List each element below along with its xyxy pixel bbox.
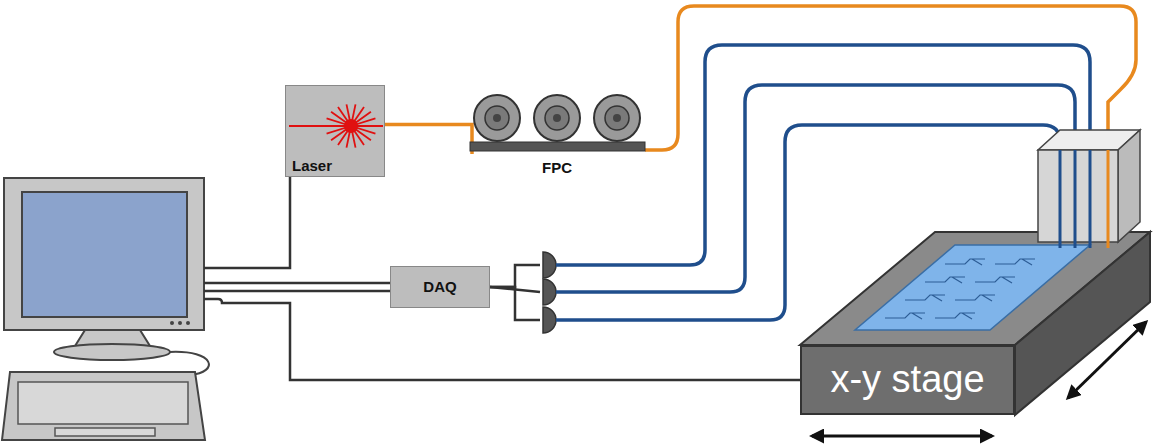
stage-front: x-y stage [800,345,1015,415]
photodetectors [543,252,556,333]
motion-arrows [812,322,1146,436]
polarization-controller: FPC [462,92,652,178]
node-label: Laser [292,157,332,174]
optical-fiber [385,125,472,154]
node-label: DAQ [423,278,456,295]
node-label: x-y stage [830,358,984,402]
laser-box: Laser [285,85,385,177]
cables [204,176,802,380]
node-label: FPC [542,159,572,176]
fiber-holder [1038,130,1140,248]
daq-box: DAQ [390,266,490,308]
computer [2,178,209,440]
xy-stage [800,232,1150,415]
